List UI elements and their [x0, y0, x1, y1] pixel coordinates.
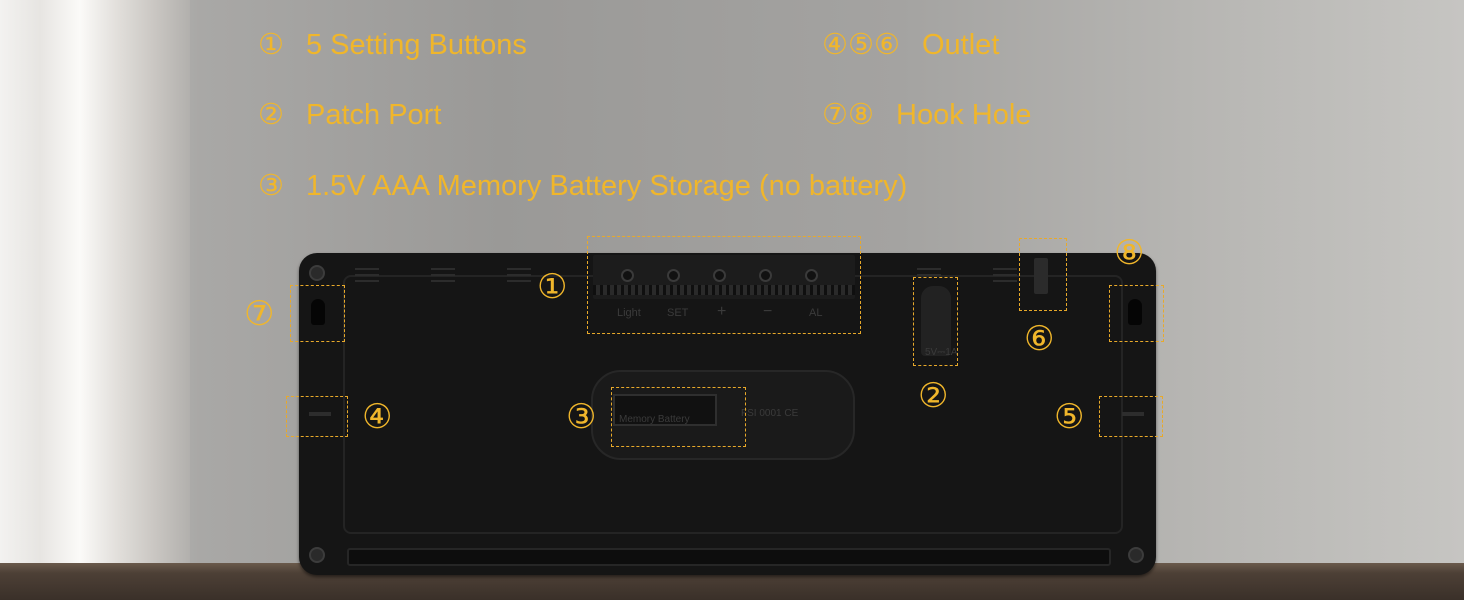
minus-button[interactable] [759, 269, 772, 282]
highlight-patch-port [913, 277, 958, 366]
marker-4: ④ [362, 398, 393, 436]
outlet-right [1122, 412, 1144, 416]
port-label: 5V⎓1A [925, 347, 958, 358]
button-grille [593, 285, 855, 295]
vent [431, 268, 455, 270]
highlight-battery [611, 387, 746, 447]
setting-buttons-panel [593, 255, 855, 299]
marker-5: ⑤ [1054, 398, 1085, 436]
marker-6: ⑥ [1024, 320, 1055, 358]
vent [355, 268, 379, 270]
vent [993, 268, 1017, 270]
highlight-hook-7 [290, 285, 345, 342]
screw-icon [309, 547, 325, 563]
marker-1: ① [537, 268, 568, 306]
button-label: − [763, 303, 773, 320]
vent [507, 268, 531, 270]
highlight-outlet-4 [286, 396, 348, 437]
vent [431, 280, 455, 282]
highlight-hook-8 [1109, 285, 1164, 342]
curtain-background [0, 0, 190, 600]
plus-button[interactable] [713, 269, 726, 282]
outlet-hook [1034, 258, 1048, 294]
highlight-buttons [587, 236, 861, 334]
button-label: Light [617, 307, 641, 319]
alarm-button[interactable] [805, 269, 818, 282]
patch-port[interactable] [921, 286, 951, 356]
button-label: + [717, 303, 727, 320]
vent [507, 280, 531, 282]
marker-2: ② [918, 377, 949, 415]
clock-back-panel: Light SET + − AL 5V⎓1A Memory Battery FS… [299, 253, 1156, 575]
vent [993, 274, 1017, 276]
hook-hole-right [1128, 299, 1142, 325]
outlet-left [309, 412, 331, 416]
highlight-outlet-5 [1099, 396, 1163, 437]
vent [355, 274, 379, 276]
vent [507, 274, 531, 276]
marker-8: ⑧ [1114, 234, 1145, 272]
vent [917, 268, 941, 270]
button-label: SET [667, 307, 689, 319]
battery-door[interactable] [613, 394, 717, 426]
hook-hole-left [311, 299, 325, 325]
battery-compartment: Memory Battery FSI 0001 CE [591, 370, 855, 460]
vent [917, 274, 941, 276]
vent [355, 280, 379, 282]
set-button[interactable] [667, 269, 680, 282]
screw-icon [309, 265, 325, 281]
certification-label: FSI 0001 CE [741, 408, 799, 419]
marker-7: ⑦ [244, 295, 275, 333]
screw-icon [1128, 547, 1144, 563]
highlight-outlet-6 [1019, 238, 1067, 311]
button-label: AL [809, 307, 823, 319]
light-button[interactable] [621, 269, 634, 282]
vent [431, 274, 455, 276]
battery-label: Memory Battery [619, 414, 690, 425]
marker-3: ③ [566, 398, 597, 436]
bottom-rail [347, 548, 1111, 566]
vent [993, 280, 1017, 282]
